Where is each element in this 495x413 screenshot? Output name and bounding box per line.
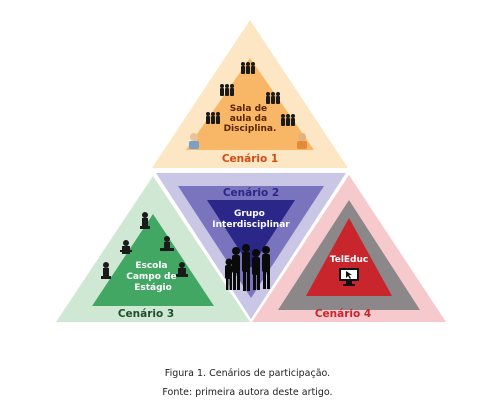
scenario-4-label: Cenário 4: [315, 308, 371, 320]
teacher-icon: [189, 133, 199, 149]
figure-caption: Figura 1. Cenários de participação.: [164, 368, 331, 379]
people-group-icon: [220, 84, 234, 96]
scenario-1-label: Cenário 1: [222, 153, 278, 165]
people-group-icon: [241, 62, 255, 74]
computer-cursor-icon: [339, 268, 359, 286]
figure-source: Fonte: primeira autora deste artigo.: [162, 387, 333, 398]
student-icon: [176, 262, 188, 277]
scenario-4: TelEduc Cenário 4: [252, 175, 446, 322]
student-icon: [160, 236, 174, 251]
scenario-1-inner-triangle: [186, 58, 314, 150]
silhouette-group-icon: [225, 244, 270, 291]
people-group-icon: [281, 114, 295, 126]
scenario-4-inner-text: TelEduc: [330, 255, 368, 265]
scenario-2-label: Cenário 2: [223, 187, 279, 199]
scenario-3-inner-triangle: [92, 214, 214, 306]
people-group-icon: [266, 92, 280, 104]
scenario-1: Sala de aula da Disciplina. Cenário 1: [152, 20, 348, 168]
student-icon: [120, 240, 132, 254]
student-icon: [101, 262, 111, 279]
scenario-3: Escola Campo de Estágio Cenário 3: [56, 176, 250, 322]
scenario-2-inner-text: Grupo Interdisciplinar: [212, 209, 290, 230]
teacher-icon: [297, 133, 307, 149]
scenario-2-inner-triangle: [207, 200, 295, 268]
scenario-3-inner-text: Escola Campo de Estágio: [126, 261, 180, 293]
scenario-4-inner-triangle: [306, 218, 392, 296]
scenario-1-inner-text: Sala de aula da Disciplina.: [224, 104, 277, 134]
student-icon: [140, 212, 150, 229]
scenario-2: Cenário 2 Grupo Interdisciplinar: [156, 173, 346, 319]
scenario-3-label: Cenário 3: [118, 308, 174, 320]
people-group-icon: [206, 112, 220, 124]
